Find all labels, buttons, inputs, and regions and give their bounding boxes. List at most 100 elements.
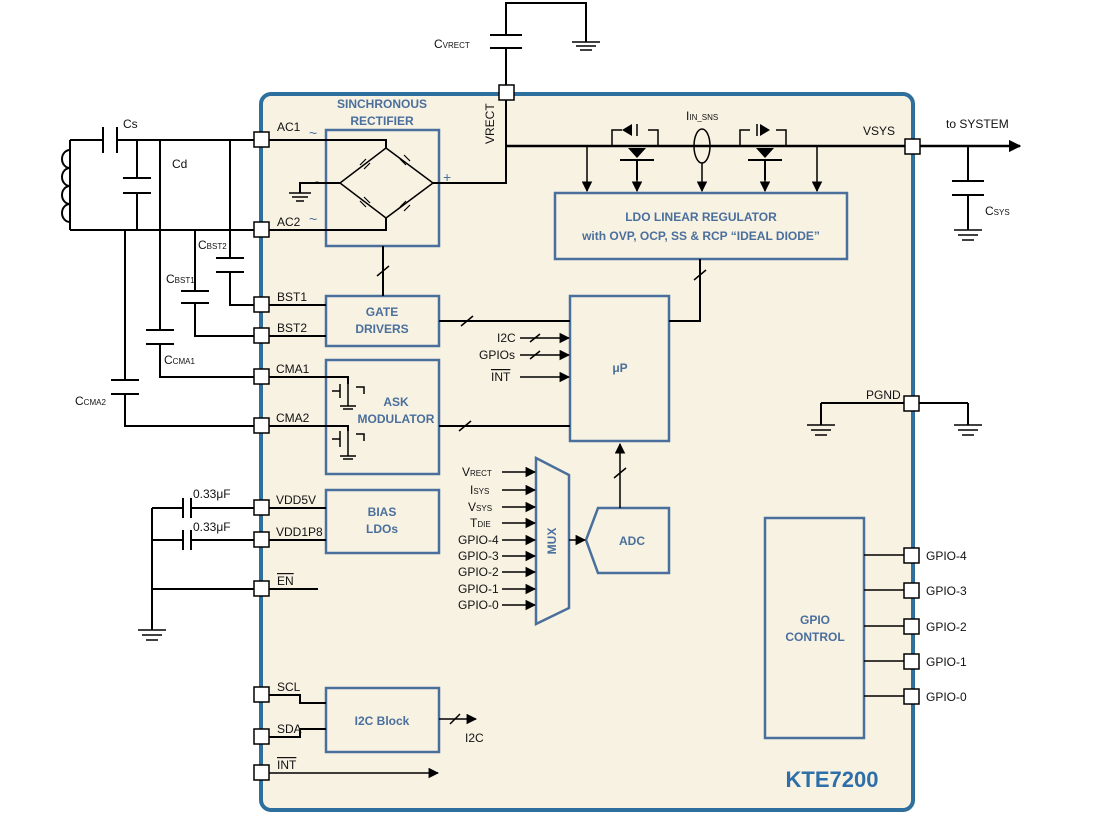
pin-cma2 [253, 417, 270, 434]
pin-label-ac1: AC1 [277, 120, 301, 134]
ask-wiring [269, 376, 570, 460]
rectifier-plus: + [443, 169, 451, 185]
ask-label-2: MODULATOR [358, 412, 435, 426]
pin-label-gpio0: GPIO-0 [926, 690, 967, 704]
cma-caps [111, 140, 261, 427]
pin-gpio3 [903, 582, 920, 599]
pin-gpio0 [903, 688, 920, 705]
pin-label-scl: SCL [277, 680, 301, 694]
pin-label-vsys: VSYS [863, 124, 895, 138]
pin-label-cma2: CMA2 [276, 411, 310, 425]
cs-label: Cs [123, 117, 138, 131]
bootstrap-caps [181, 140, 261, 337]
gpio-wiring [864, 554, 904, 697]
chip-outline [259, 92, 915, 812]
pin-label-gpio2: GPIO-2 [926, 620, 967, 634]
mux-input-gpio2: GPIO-2 [458, 565, 499, 579]
adc-wiring [569, 442, 627, 546]
mcu-input-int: INT [491, 370, 511, 384]
ldo-label-2: with OVP, OCP, SS & RCP “IDEAL DIODE” [581, 229, 820, 243]
pin-label-bst1: BST1 [277, 290, 307, 304]
pgnd-wiring [807, 402, 982, 436]
adc-block [584, 506, 671, 575]
csys-label: CSYS [985, 204, 1010, 218]
pin-ac2 [253, 221, 270, 238]
ldo-block [553, 191, 849, 261]
mux-input-gpio4: GPIO-4 [458, 533, 499, 547]
adc-label: ADC [619, 534, 645, 548]
mux-input-gpio0: GPIO-0 [458, 598, 499, 612]
mcu-label: μP [612, 361, 627, 375]
pin-label-en: EN [277, 574, 294, 588]
cma1-label: CCMA1 [164, 353, 195, 367]
pin-label-ac2: AC2 [277, 215, 301, 229]
pin-vdd1p8 [253, 531, 270, 548]
pin-label-sda: SDA [277, 722, 302, 736]
pin-sda [253, 728, 270, 745]
cd-label: Cd [172, 157, 187, 171]
ask-label-1: ASK [383, 395, 409, 409]
pin-label-bst2: BST2 [277, 321, 307, 335]
vsys-path [506, 124, 1022, 193]
gpio-control-label-2: CONTROL [785, 630, 844, 644]
pin-label-pgnd: PGND [866, 388, 901, 402]
pin-int [253, 764, 270, 781]
pin-en [253, 580, 270, 597]
pin-label-gpio3: GPIO-3 [926, 584, 967, 598]
cbst2-label: CBST2 [198, 238, 227, 252]
rectifier-minus: - [315, 174, 319, 188]
gate-drivers-wiring [269, 304, 570, 337]
pin-gpio1 [903, 653, 920, 670]
bias-label-1: BIAS [368, 505, 397, 519]
i2c-block [324, 686, 441, 754]
bias-label-2: LDOs [366, 522, 398, 536]
rectifier-label-2: RECTIFIER [350, 114, 414, 128]
mcu-input-arrows [520, 332, 571, 383]
gpio-control-block [763, 516, 866, 740]
chip-title: KTE7200 [786, 767, 879, 792]
vrect-cap [490, 2, 600, 85]
mux-input-arrows [502, 466, 537, 611]
pin-vdd5v [253, 499, 270, 516]
cma2-label: CCMA2 [75, 394, 106, 408]
pin-gpio4 [903, 547, 920, 564]
i2c-out-label: I2C [465, 731, 484, 745]
mcu-block [568, 294, 671, 443]
to-system-label: to SYSTEM [946, 117, 1009, 131]
mux-input-vrect: VRECT [462, 465, 492, 479]
gate-drivers-block [324, 294, 441, 348]
pin-vrect [498, 84, 515, 101]
pin-ac1 [253, 131, 270, 148]
bias-ldos-block [324, 488, 441, 555]
pin-gpio2 [903, 618, 920, 635]
pin-cma1 [253, 368, 270, 385]
pin-pgnd [903, 395, 920, 412]
gate-drivers-label-1: GATE [366, 305, 398, 319]
mux-input-gpio3: GPIO-3 [458, 549, 499, 563]
pin-label-vdd1p8: VDD1P8 [276, 525, 323, 539]
gpio-control-label-1: GPIO [800, 613, 830, 627]
cap-vdd5v-label: 0.33μF [193, 487, 231, 501]
pin-bst2 [253, 327, 270, 344]
pin-label-gpio4: GPIO-4 [926, 549, 967, 563]
vdd-caps [138, 498, 326, 641]
ask-modulator-block [324, 358, 441, 476]
pin-vsys [904, 138, 921, 155]
pin-label-cma1: CMA1 [276, 362, 310, 376]
ac2-tilde: ~ [309, 211, 317, 227]
iin-sns-label: IIN_SNS [686, 109, 718, 123]
ac1-tilde: ~ [309, 125, 317, 141]
rectifier-label-1: SINCHRONOUS [337, 97, 427, 111]
mux-input-tdie: TDIE [470, 516, 491, 530]
rectifier-block [324, 128, 441, 248]
mcu-input-i2c: I2C [497, 331, 516, 345]
ldo-to-mcu-bus [669, 259, 707, 322]
ldo-label-1: LDO LINEAR REGULATOR [625, 210, 777, 224]
pin-label-gpio1: GPIO-1 [926, 655, 967, 669]
gate-drivers-label-2: DRIVERS [355, 322, 408, 336]
rectifier-wiring [269, 99, 507, 296]
cap-vdd1p8-label: 0.33μF [193, 520, 231, 534]
cvrect-label: CVRECT [434, 37, 470, 51]
mux-input-isys: ISYS [470, 483, 489, 497]
